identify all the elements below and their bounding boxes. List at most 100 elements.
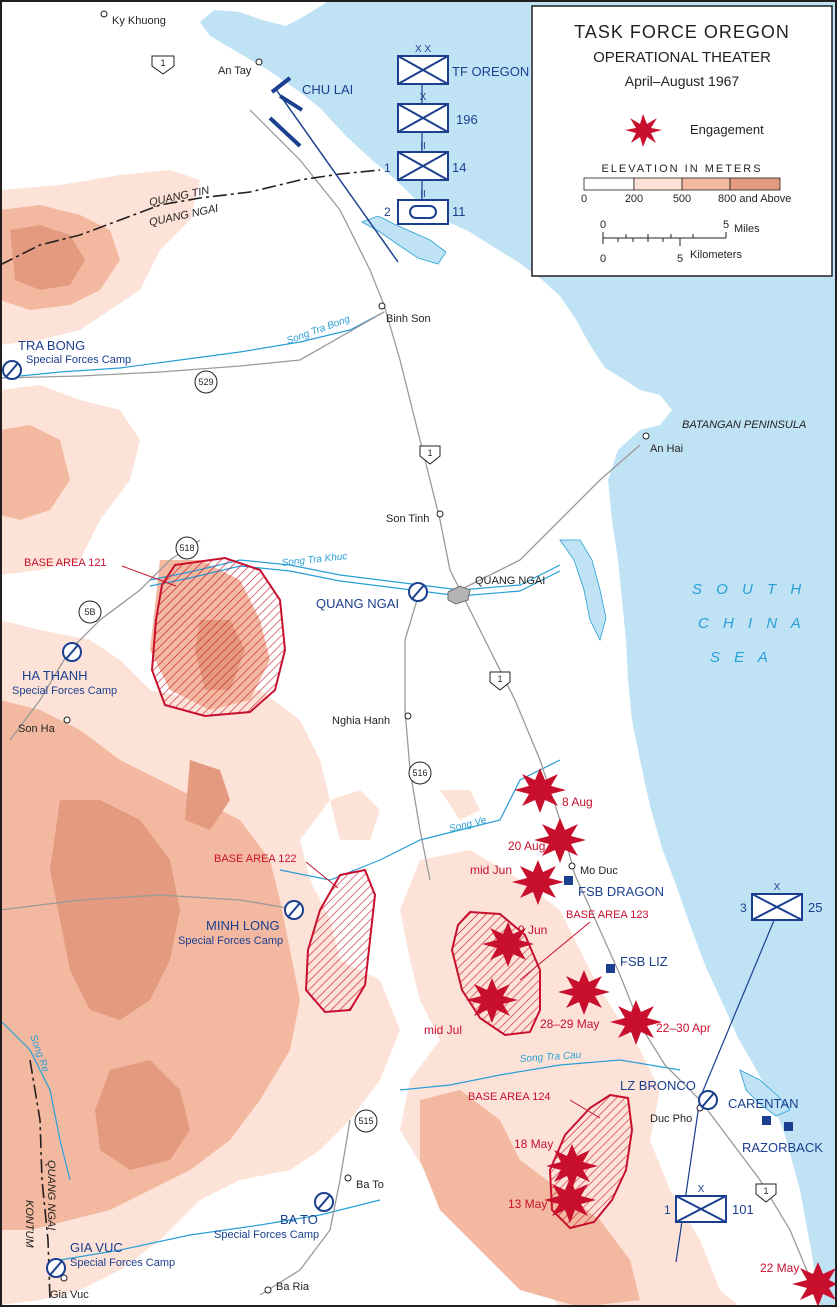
town-an-hai: An Hai [650, 443, 683, 455]
engagement-stars [466, 768, 837, 1307]
engagement-9-jun-label: 9 Jun [518, 923, 547, 937]
camp-minh-long-symbol [284, 900, 304, 920]
river-ve: Song Ve [448, 815, 488, 835]
engagement-28-29-may-star [558, 970, 610, 1015]
engagement-20-aug-star [534, 818, 586, 863]
quang-ngai-city-label: QUANG NGAI [475, 575, 545, 587]
elev-tick-1: 200 [625, 193, 643, 205]
town-gia-vuc: Gia Vuc [50, 1289, 89, 1301]
route-shields [78, 55, 777, 1203]
town-mo-duc: Mo Duc [580, 865, 618, 877]
route-518-shield [175, 536, 199, 560]
chu-lai-link-line [274, 87, 399, 263]
town-an-tay: An Tay [218, 65, 252, 77]
town-son-tinh: Son Tinh [386, 513, 429, 525]
province-quang-ngai-west: QUANG NGAI [45, 1160, 57, 1230]
province-boundary [0, 169, 381, 266]
route-529-number: 529 [198, 377, 213, 387]
unit-101-size: X [698, 1184, 705, 1195]
town-ba-ria: Ba Ria [276, 1281, 310, 1293]
km-tick-0: 0 [600, 253, 606, 265]
route-518-number: 518 [179, 543, 194, 553]
tf-oregon-symbol [397, 55, 449, 85]
base-area-122-zone [304, 868, 377, 1014]
route-5b-shield [78, 600, 102, 624]
town-binh-son: Binh Son [386, 313, 431, 325]
sea-label-1: S O U T H [692, 581, 806, 598]
route-1-number-north: 1 [160, 58, 165, 68]
base-areas [150, 556, 634, 1230]
town-ba-to: Ba To [356, 1179, 384, 1191]
route-1-shield-south [489, 671, 511, 691]
sea-label-3: S E A [710, 649, 773, 666]
razorback-label: RAZORBACK [742, 1140, 823, 1155]
province-kontum: KONTUM [23, 1200, 35, 1249]
town-duc-pho: Duc Pho [650, 1113, 692, 1125]
unit-196-size: X [420, 92, 427, 103]
engagement-mid-jul-label: mid Jul [424, 1023, 462, 1037]
unit-11-symbol [397, 199, 449, 225]
engagement-13-may-star [544, 1178, 596, 1223]
elev-swatch-0 [583, 177, 635, 191]
unit-14-label: 14 [452, 160, 466, 175]
unit-196-symbol [397, 103, 449, 133]
coastal-lagoon [559, 539, 607, 642]
camp-minh-long-label: MINH LONG [206, 918, 280, 933]
engagement-18-may-label: 18 May [514, 1137, 553, 1151]
base-squares [564, 876, 793, 1131]
unit-11-pre: 2 [384, 205, 391, 219]
base-area-121-label: BASE AREA 121 [24, 557, 107, 569]
engagement-28-29-may-label: 28–29 May [540, 1017, 599, 1031]
unit-25-size: X [774, 882, 781, 893]
engagement-9-jun-star [482, 922, 534, 967]
unit-25-pre: 3 [740, 901, 747, 915]
unit-11-size: II [420, 189, 426, 200]
quang-ngai-city-marker [447, 585, 471, 605]
camp-ba-to-label: BA TO [280, 1212, 318, 1227]
engagement-legend-icon [625, 114, 662, 147]
elev-swatch-3 [729, 177, 781, 191]
camp-gia-vuc-sub: Special Forces Camp [70, 1257, 175, 1269]
route-515-number: 515 [358, 1116, 373, 1126]
town-ky-khuong: Ky Khuong [112, 15, 166, 27]
unit-196-label: 196 [456, 112, 478, 127]
camp-gia-vuc-symbol [46, 1258, 66, 1278]
route-1-shield-mid [419, 445, 441, 465]
fsb-dragon-label: FSB DRAGON [578, 884, 664, 899]
route-529-shield [194, 370, 218, 394]
route-1-number-mid: 1 [427, 448, 432, 458]
camp-gia-vuc-label: GIA VUC [70, 1240, 123, 1255]
miles-label: Miles [734, 223, 760, 235]
camp-quang-ngai-label: QUANG NGAI [316, 596, 399, 611]
camp-minh-long-sub: Special Forces Camp [178, 935, 283, 947]
legend-box [531, 5, 833, 277]
river-tra-khuc: Song Tra Khuc [281, 551, 348, 569]
town-son-ha: Son Ha [18, 723, 56, 735]
route-516-shield [408, 761, 432, 785]
unit-101-pre: 1 [664, 1203, 671, 1217]
coastal-lagoon [361, 215, 447, 265]
elev-swatch-1 [633, 177, 683, 191]
elevation-title: ELEVATION IN METERS [601, 163, 762, 175]
legend-title: TASK FORCE OREGON [574, 22, 790, 42]
camp-ha-thanh-symbol [62, 642, 82, 662]
unit-14-size: II [420, 141, 426, 152]
base-area-122-label: BASE AREA 122 [214, 853, 297, 865]
engagement-legend-label: Engagement [690, 122, 764, 137]
tf-oregon-size: X X [415, 44, 431, 55]
legend-date: April–August 1967 [625, 73, 740, 89]
coastal-lagoon [739, 1069, 791, 1117]
route-1-number-far-south: 1 [763, 1186, 768, 1196]
town-nghia-hanh: Nghia Hanh [332, 715, 390, 727]
miles-tick-0: 0 [600, 219, 606, 231]
legend-subtitle: OPERATIONAL THEATER [593, 49, 771, 66]
engagement-mid-jun-star [512, 860, 564, 905]
camp-tra-bong-label: TRA BONG [18, 338, 85, 353]
miles-tick-5: 5 [723, 219, 729, 231]
batangan-label: BATANGAN PENINSULA [682, 419, 806, 431]
engagement-mid-jun-label: mid Jun [470, 863, 512, 877]
engagement-8-aug-label: 8 Aug [562, 795, 593, 809]
engagement-18-may-star [546, 1144, 598, 1189]
route-516-number: 516 [412, 768, 427, 778]
